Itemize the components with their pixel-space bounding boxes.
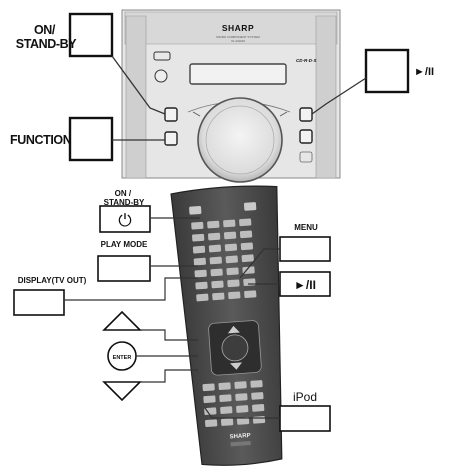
- unit-brand: SHARP: [222, 23, 254, 33]
- callout-remote-on-standby-key: [99, 205, 151, 233]
- remote-key[interactable]: [220, 418, 234, 426]
- remote-brand: SHARP: [229, 433, 250, 440]
- label-display-tv-out: DISPLAY(TV OUT): [18, 276, 87, 285]
- remote-key[interactable]: [202, 383, 215, 392]
- callout-menu-key: [279, 236, 331, 262]
- headphone-jack-icon: [154, 69, 168, 83]
- callout-display-key: [13, 289, 65, 316]
- remote-key[interactable]: [223, 219, 236, 228]
- label-enter: ENTER: [113, 355, 132, 361]
- remote-key[interactable]: [235, 393, 248, 401]
- remote-key[interactable]: [218, 382, 231, 391]
- remote-key[interactable]: [195, 281, 208, 290]
- remote-key[interactable]: [241, 254, 254, 263]
- remote-key[interactable]: [207, 232, 221, 241]
- label-play-mode: PLAY MODE: [101, 240, 148, 249]
- unit-disc-logo: [299, 151, 313, 163]
- unit-on-standby-button[interactable]: [164, 107, 178, 122]
- remote-key[interactable]: [228, 291, 241, 300]
- remote-key[interactable]: [219, 394, 232, 402]
- remote-callouts: ON / STAND-BY ⏻ PLAY MODE DISPLAY(TV OUT…: [13, 189, 331, 432]
- callout-on-standby-key: [68, 12, 114, 58]
- remote-control: SHARP: [170, 185, 283, 466]
- remote-key[interactable]: [252, 404, 265, 412]
- unit-model: MICRO COMPONENT SYSTEM: [216, 35, 260, 39]
- remote-key[interactable]: [192, 233, 205, 242]
- remote-key[interactable]: [204, 407, 217, 416]
- remote-key[interactable]: [239, 230, 253, 239]
- remote-key[interactable]: [239, 218, 252, 227]
- unit-play-pause-button[interactable]: [299, 107, 313, 122]
- label-on-standby: ON/ STAND-BY: [16, 23, 78, 51]
- remote-key[interactable]: [252, 416, 266, 424]
- remote-key[interactable]: [251, 392, 264, 400]
- callout-remote-play-pause-key: [279, 271, 331, 297]
- remote-key[interactable]: [193, 257, 206, 266]
- up-arrow-key-icon: [102, 310, 142, 331]
- remote-key[interactable]: [224, 243, 238, 252]
- remote-key[interactable]: [191, 221, 204, 230]
- callout-ipod-key: [279, 405, 331, 432]
- label-remote-on-standby: ON / STAND-BY: [104, 189, 145, 207]
- main-unit: SHARP MICRO COMPONENT SYSTEM XL-DH010 CD…: [121, 9, 341, 183]
- volume-knob[interactable]: [197, 97, 283, 183]
- remote-key[interactable]: [209, 256, 222, 265]
- unit-callouts: ON/ STAND-BY FUNCTION ►/II: [10, 12, 434, 162]
- down-arrow-key-icon: [102, 381, 142, 402]
- label-function: FUNCTION: [10, 133, 72, 147]
- remote-key[interactable]: [250, 380, 263, 388]
- unit-stop-button[interactable]: [299, 129, 313, 144]
- remote-key[interactable]: [234, 381, 247, 389]
- label-remote-play-pause: ►/II: [294, 278, 316, 292]
- remote-key[interactable]: [236, 405, 249, 413]
- remote-key[interactable]: [192, 245, 206, 254]
- remote-key[interactable]: [243, 202, 257, 211]
- callout-play-pause-key: [364, 48, 410, 94]
- remote-key[interactable]: [243, 278, 256, 287]
- unit-function-button[interactable]: [164, 131, 178, 146]
- remote-key[interactable]: [189, 205, 202, 215]
- remote-key[interactable]: [220, 406, 233, 414]
- remote-key[interactable]: [208, 244, 222, 253]
- remote-number-grid: [191, 218, 257, 302]
- label-unit-play-pause: ►/II: [414, 66, 434, 78]
- remote-key[interactable]: [196, 293, 209, 302]
- remote-key[interactable]: [223, 231, 237, 240]
- remote-key[interactable]: [207, 220, 220, 229]
- remote-key[interactable]: [204, 419, 218, 428]
- remote-key[interactable]: [210, 268, 223, 277]
- callout-play-mode-key: [97, 255, 151, 282]
- unit-model-no: XL-DH010: [231, 39, 245, 43]
- remote-key[interactable]: [244, 290, 257, 298]
- power-icon: ⏻: [118, 211, 132, 230]
- callout-function-key: [68, 116, 114, 162]
- remote-key[interactable]: [225, 255, 238, 264]
- unit-display-window: [189, 63, 287, 85]
- remote-key[interactable]: [226, 267, 239, 276]
- remote-key[interactable]: [211, 280, 224, 289]
- remote-key[interactable]: [194, 269, 207, 278]
- remote-key[interactable]: [240, 242, 254, 251]
- unit-disc-types: CD·R·D·S: [296, 58, 317, 63]
- remote-key[interactable]: [203, 395, 216, 404]
- remote-key[interactable]: [236, 417, 250, 425]
- label-menu: MENU: [294, 223, 318, 232]
- remote-key[interactable]: [212, 292, 225, 301]
- label-ipod: iPod: [293, 390, 317, 404]
- remote-enter-key[interactable]: [221, 334, 249, 362]
- remote-key[interactable]: [227, 279, 240, 288]
